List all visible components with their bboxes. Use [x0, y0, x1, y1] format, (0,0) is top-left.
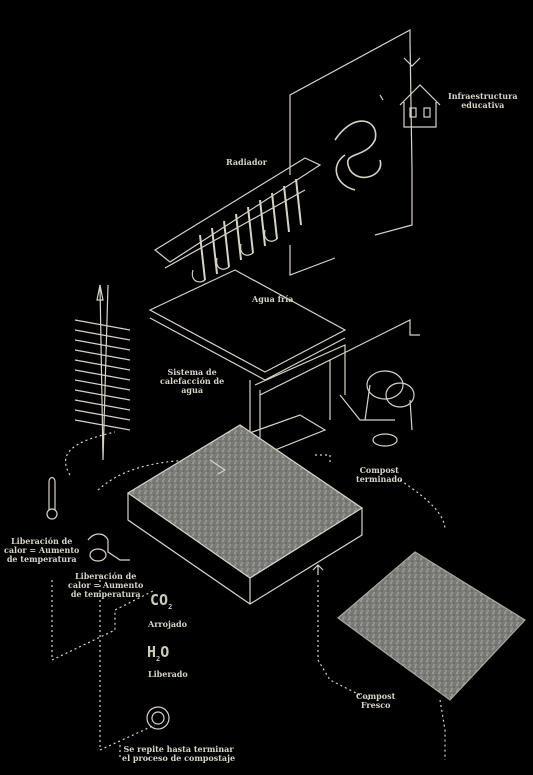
loop-connector-left: [64, 431, 116, 476]
label-radiador: Radiador: [226, 157, 267, 167]
house-icon: [399, 84, 441, 128]
tap-icon: [87, 533, 130, 562]
fresh-compost-pile: [337, 551, 526, 701]
water-drop-icon: [146, 706, 170, 730]
label-arrojado: Arrojado: [148, 619, 187, 629]
radiator-icon: [153, 157, 322, 283]
heat-swirl-icon: [334, 120, 382, 191]
h2o-sub: 2: [156, 655, 161, 663]
compost-bin: [126, 424, 364, 605]
pipe-loop-top: [289, 28, 413, 276]
thermometer-icon: [46, 476, 58, 520]
compost-probe-icon: [74, 284, 131, 461]
co2-main: CO: [150, 591, 169, 609]
pump-icon: [364, 370, 415, 447]
water-tray: [148, 269, 347, 373]
h2o-o: O: [160, 643, 170, 661]
heating-pipes: [249, 319, 420, 446]
co2-formula: CO2: [150, 591, 172, 611]
co2-sub: 2: [168, 603, 173, 611]
label-agua-fria: Agua fría: [252, 294, 294, 304]
label-liberado: Liberado: [148, 669, 188, 679]
h2o-h: H: [147, 643, 157, 661]
arrow-down-top: [403, 57, 421, 67]
h2o-formula: H2O: [147, 643, 169, 663]
